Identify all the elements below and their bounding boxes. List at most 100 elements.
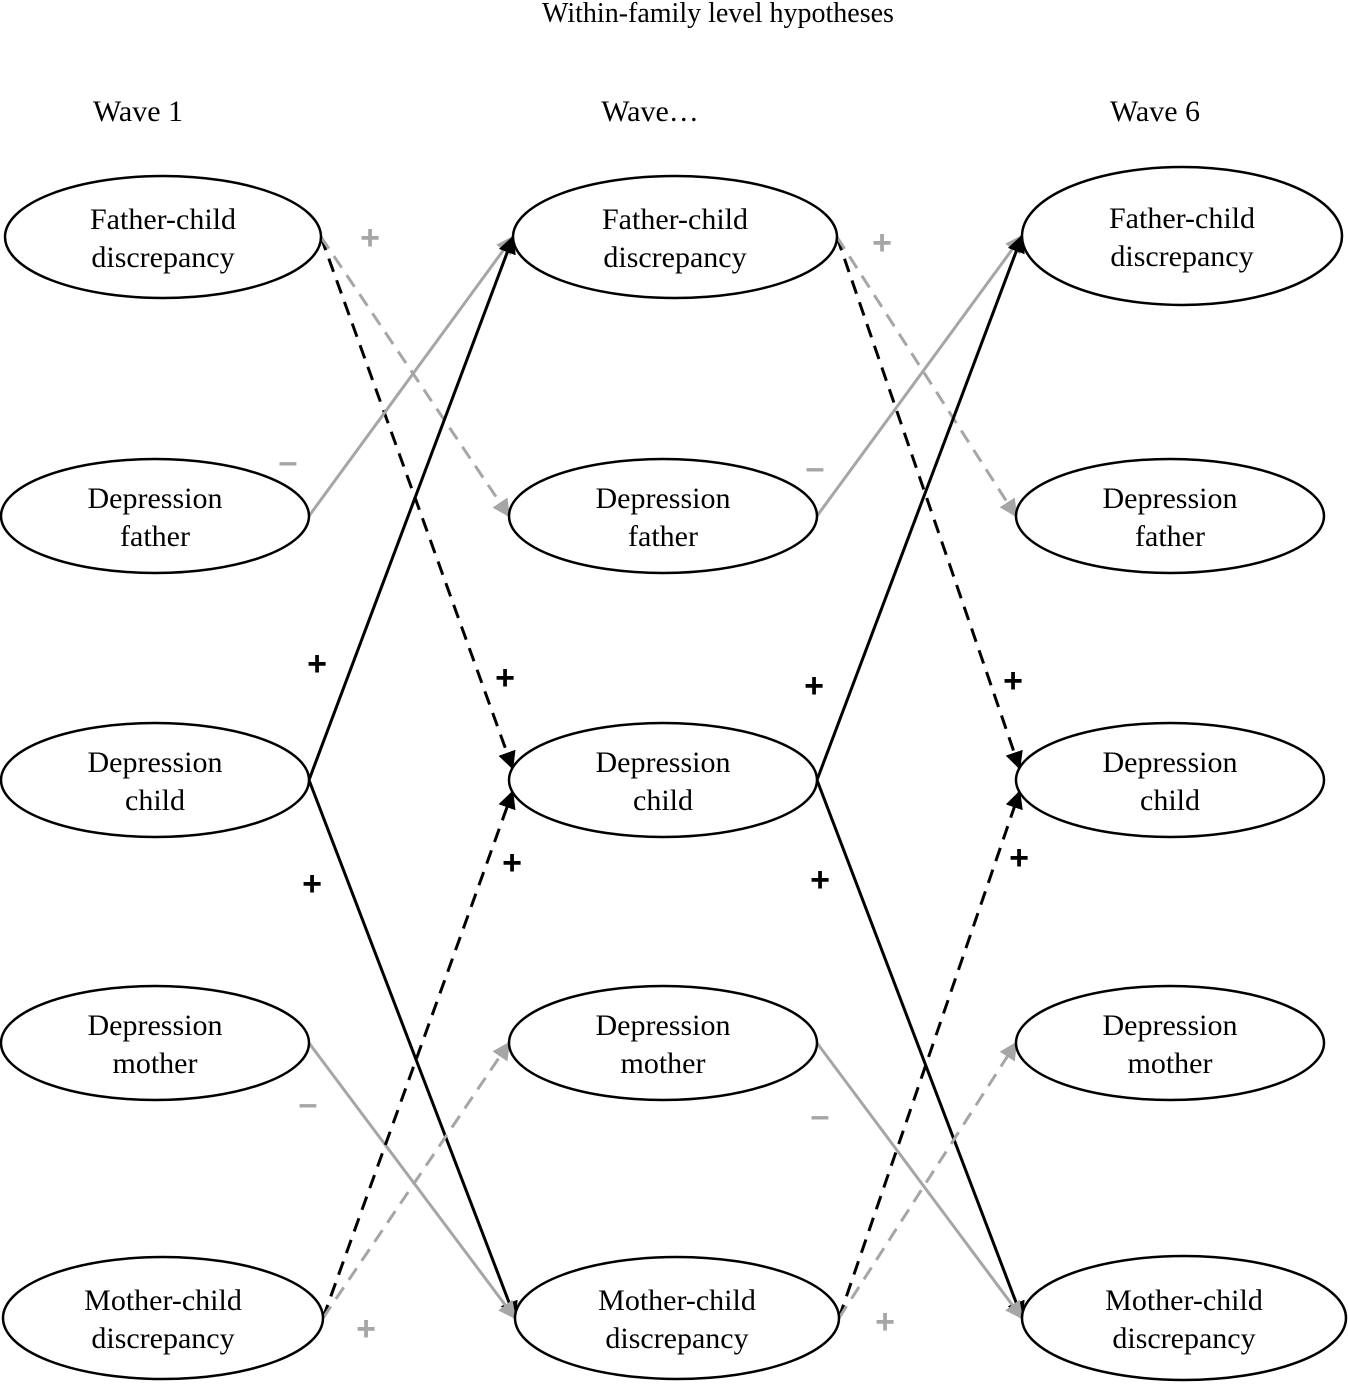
- node-w1-mother_child: Mother-child discrepancy: [1, 1255, 325, 1381]
- node-label-line-1: Depression: [596, 1009, 731, 1042]
- sign-w2-mother_child-to-w3-dep_child: +: [1009, 839, 1029, 877]
- path-w1-mother_child-to-w2-dep_mother: [321, 1041, 511, 1319]
- path-w2-father_child-to-w3-dep_child: [835, 236, 1023, 770]
- node-label-line-1: Mother-child: [84, 1284, 242, 1317]
- node-label-line-2: father: [1135, 520, 1205, 553]
- signs-layer: + + – + + – + + + + – + + – + +: [279, 219, 1029, 1348]
- diagram-title: Within-family level hypotheses: [542, 0, 894, 29]
- node-ellipse: [0, 984, 311, 1102]
- node-ellipse: [0, 721, 311, 839]
- node-w2-dep_father: Depression father: [507, 457, 819, 575]
- sign-w2-dep_child-to-w3-mother_child: +: [810, 861, 830, 899]
- sign-w1-mother_child-to-w2-dep_mother: +: [356, 1310, 376, 1348]
- node-w2-dep_mother: Depression mother: [507, 984, 819, 1102]
- node-label-line-1: Father-child: [90, 203, 236, 236]
- node-ellipse: [3, 174, 323, 300]
- sign-w1-dep_mother-to-w2-mother_child: –: [299, 1085, 318, 1123]
- node-ellipse: [1, 1255, 325, 1381]
- node-label-line-2: mother: [113, 1047, 198, 1080]
- sign-w2-dep_mother-to-w3-mother_child: –: [811, 1097, 830, 1135]
- sign-w2-dep_father-to-w3-father_child: –: [806, 449, 825, 487]
- node-label-line-1: Mother-child: [598, 1284, 756, 1317]
- path-w1-mother_child-to-w2-dep_child: [321, 790, 516, 1319]
- path-w2-mother_child-to-w3-dep_mother: [837, 1041, 1018, 1319]
- node-w2-dep_child: Depression child: [507, 721, 819, 839]
- path-w1-dep_mother-to-w2-mother_child: [307, 1042, 517, 1320]
- path-w1-dep_father-to-w2-father_child: [307, 235, 515, 517]
- node-label-line-1: Mother-child: [1105, 1284, 1263, 1317]
- sign-w1-father_child-to-w2-dep_father: +: [360, 219, 380, 257]
- node-label-line-2: discrepancy: [1112, 1322, 1255, 1355]
- node-ellipse: [1020, 1254, 1348, 1382]
- nodes-layer: Father-childdiscrepancyDepressionfatherD…: [0, 165, 1348, 1382]
- node-w3-father_child: Father-child discrepancy: [1020, 165, 1344, 307]
- wave-middle-header: Wave…: [601, 95, 699, 128]
- sign-w1-dep_child-to-w2-father_child: +: [307, 645, 327, 683]
- path-w1-father_child-to-w2-dep_child: [319, 236, 516, 770]
- node-ellipse: [1014, 721, 1326, 839]
- path-w1-dep_child-to-w2-father_child: [307, 235, 516, 781]
- node-ellipse: [1020, 165, 1344, 307]
- node-label-line-2: discrepancy: [603, 241, 746, 274]
- node-label-line-1: Depression: [88, 1009, 223, 1042]
- node-ellipse: [511, 174, 839, 300]
- node-ellipse: [1014, 457, 1326, 575]
- node-w1-dep_mother: Depression mother: [0, 984, 311, 1102]
- path-w2-dep_mother-to-w3-mother_child: [815, 1042, 1024, 1320]
- sign-w1-mother_child-to-w2-dep_child: +: [502, 844, 522, 882]
- path-w1-father_child-to-w2-dep_father: [319, 236, 511, 518]
- node-ellipse: [507, 457, 819, 575]
- node-label-line-1: Father-child: [1109, 202, 1255, 235]
- node-w1-dep_father: Depression father: [0, 457, 311, 575]
- node-label-line-1: Depression: [1103, 746, 1238, 779]
- node-label-line-1: Depression: [1103, 1009, 1238, 1042]
- node-label-line-2: father: [628, 520, 698, 553]
- sign-w1-dep_father-to-w2-father_child: –: [279, 443, 298, 481]
- node-w2-mother_child: Mother-child discrepancy: [513, 1255, 841, 1381]
- node-label-line-2: mother: [621, 1047, 706, 1080]
- node-label-line-1: Depression: [1103, 482, 1238, 515]
- sign-w1-dep_child-to-w2-mother_child: +: [302, 865, 322, 903]
- node-label-line-2: discrepancy: [91, 241, 234, 274]
- path-w2-dep_father-to-w3-father_child: [815, 234, 1024, 517]
- node-ellipse: [513, 1255, 841, 1381]
- sign-w2-father_child-to-w3-dep_father: +: [872, 224, 892, 262]
- node-label-line-2: father: [120, 520, 190, 553]
- wave-6-header: Wave 6: [1110, 95, 1200, 128]
- path-w2-dep_child-to-w3-mother_child: [815, 779, 1025, 1320]
- node-ellipse: [1014, 984, 1326, 1102]
- node-w3-dep_father: Depression father: [1014, 457, 1326, 575]
- node-ellipse: [507, 721, 819, 839]
- node-ellipse: [507, 984, 819, 1102]
- sign-w1-father_child-to-w2-dep_child: +: [495, 659, 515, 697]
- node-label-line-1: Depression: [596, 482, 731, 515]
- node-w1-dep_child: Depression child: [0, 721, 311, 839]
- node-w2-father_child: Father-child discrepancy: [511, 174, 839, 300]
- node-label-line-1: Father-child: [602, 203, 748, 236]
- node-label-line-2: mother: [1128, 1047, 1213, 1080]
- node-w3-mother_child: Mother-child discrepancy: [1020, 1254, 1348, 1382]
- node-label-line-2: child: [633, 784, 693, 817]
- path-w2-father_child-to-w3-dep_father: [835, 236, 1018, 518]
- node-w1-father_child: Father-child discrepancy: [3, 174, 323, 300]
- path-w2-dep_child-to-w3-father_child: [815, 234, 1025, 781]
- sign-w2-dep_child-to-w3-father_child: +: [804, 667, 824, 705]
- node-w3-dep_mother: Depression mother: [1014, 984, 1326, 1102]
- sign-w2-father_child-to-w3-dep_child: +: [1003, 662, 1023, 700]
- node-label-line-2: discrepancy: [91, 1322, 234, 1355]
- node-label-line-2: child: [1140, 784, 1200, 817]
- node-label-line-1: Depression: [88, 482, 223, 515]
- node-w3-dep_child: Depression child: [1014, 721, 1326, 839]
- node-label-line-2: child: [125, 784, 185, 817]
- sign-w2-mother_child-to-w3-dep_mother: +: [875, 1303, 895, 1341]
- node-label-line-1: Depression: [596, 746, 731, 779]
- paths-layer: [307, 234, 1025, 1320]
- node-label-line-1: Depression: [88, 746, 223, 779]
- path-w2-mother_child-to-w3-dep_child: [837, 790, 1023, 1319]
- node-label-line-2: discrepancy: [605, 1322, 748, 1355]
- node-label-line-2: discrepancy: [1110, 240, 1253, 273]
- node-ellipse: [0, 457, 311, 575]
- path-w1-dep_child-to-w2-mother_child: [307, 779, 518, 1320]
- wave-1-header: Wave 1: [93, 95, 183, 128]
